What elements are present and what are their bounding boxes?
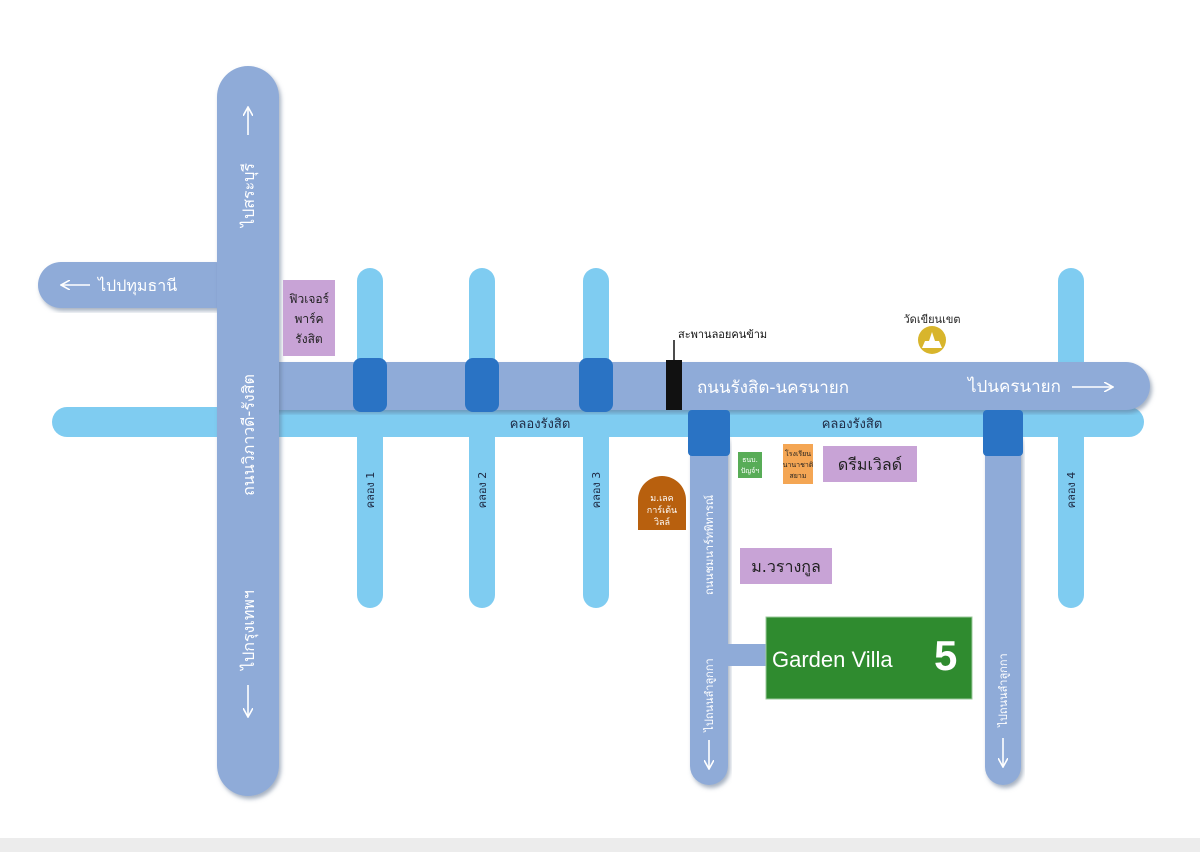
footer-bar [0, 838, 1200, 852]
landmark-lake-garden-ville-line-3: วิลล์ [654, 516, 670, 528]
road-project-access [722, 644, 770, 666]
canal-label-rangsit-left: คลองรังสิต [510, 417, 571, 432]
bridge-khlong-2 [465, 358, 499, 412]
landmark-future-park-line-2: พาร์ค [294, 312, 323, 326]
landmark-dreamworld: ดรีมเวิลด์ [823, 446, 917, 482]
landmark-lake-garden-ville: ม.เลค การ์เด้น วิลล์ [638, 476, 686, 530]
landmark-temple-label: วัดเขียนเขต [904, 313, 961, 326]
direction-bangkok: ไปกรุงเทพฯ [239, 590, 259, 672]
bridge-khlong-3 [579, 358, 613, 412]
overpass-label: สะพานลอยคนข้าม [678, 328, 767, 341]
canal-label-k1: คลอง 1 [364, 472, 377, 509]
landmark-temple: วัดเขียนเขต [904, 313, 961, 354]
canal-khlong-3 [583, 268, 609, 608]
direction-nakhon-nayok: ไปนครนายก [966, 376, 1061, 397]
canal-label-k3: คลอง 3 [590, 472, 603, 509]
canal-label-k4: คลอง 4 [1065, 472, 1078, 509]
landmark-warangkul-label: ม.วรางกูล [751, 557, 821, 577]
temple-icon [922, 332, 942, 348]
canal-khlong-2 [469, 268, 495, 608]
bridge-branch-left [688, 410, 730, 456]
landmark-green-small-line-2: ปัญจ์ฯ [741, 467, 760, 475]
bridge-branch-right [983, 410, 1023, 456]
landmark-dreamworld-label: ดรีมเวิลด์ [838, 455, 902, 474]
landmark-orange-small-line-1: โรงเรียน [785, 449, 811, 458]
landmark-orange-small-line-3: สยาม [790, 472, 807, 480]
project-name: Garden Villa [772, 647, 893, 672]
road-branch-right [985, 425, 1021, 785]
bridge-khlong-1 [353, 358, 387, 412]
direction-pathum-thani: ไปปทุมธานี [96, 276, 177, 296]
road-label-rangsit-nakhonnayok: ถนนรังสิต-นครนายก [697, 378, 849, 398]
direction-lamlukka-right: ไปถนนลำลูกกา [997, 653, 1010, 727]
overpass-marker [666, 360, 682, 410]
landmark-lake-garden-ville-line-1: ม.เลค [650, 494, 673, 504]
direction-lamlukka-left: ไปถนนลำลูกกา [703, 658, 716, 732]
road-branch-left [690, 425, 728, 785]
canal-khlong-4 [1058, 268, 1084, 608]
landmark-future-park: ฟิวเจอร์ พาร์ค รังสิต [283, 280, 335, 356]
landmark-green-small: ธนบ. ปัญจ์ฯ [738, 452, 762, 478]
canal-label-rangsit-right: คลองรังสิต [822, 417, 883, 432]
project-number: 5 [934, 632, 957, 679]
project-garden-villa: Garden Villa 5 [765, 616, 973, 700]
landmark-orange-small: โรงเรียน นานาชาติ สยาม [783, 444, 814, 484]
direction-saraburi: ไปสระบุรี [239, 163, 259, 229]
canal-label-k2: คลอง 2 [476, 472, 489, 509]
road-pathum-thani [38, 262, 238, 308]
landmark-future-park-line-1: ฟิวเจอร์ [289, 292, 330, 306]
landmark-warangkul: ม.วรางกูล [740, 548, 832, 584]
road-vibhavadi [217, 66, 279, 796]
landmark-green-small-line-1: ธนบ. [742, 456, 758, 464]
canal-khlong-1 [357, 268, 383, 608]
landmark-lake-garden-ville-line-2: การ์เด้น [647, 504, 677, 516]
landmark-future-park-line-3: รังสิต [295, 332, 322, 346]
road-label-branch: ถนนชมนาร์ทพิทารณ์ [703, 495, 716, 595]
landmark-orange-small-line-2: นานาชาติ [783, 461, 814, 469]
road-label-vibhavadi: ถนนวิภาวดี-รังสิต [239, 374, 258, 496]
